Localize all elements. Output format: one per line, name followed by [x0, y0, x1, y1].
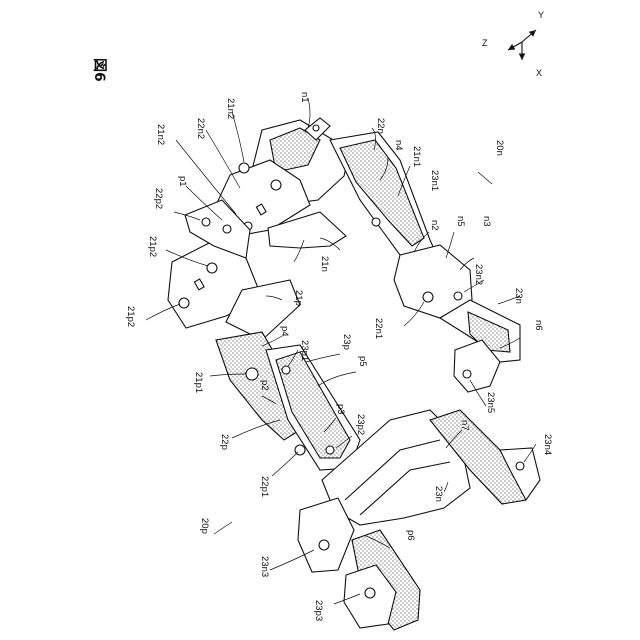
label-22p1: 22p1: [259, 476, 270, 497]
label-p4: p4: [279, 326, 290, 337]
label-22n2: 22n2: [195, 118, 206, 139]
hole-21n2-a: [239, 163, 249, 173]
label-22n: 22n: [375, 118, 386, 134]
hole-23n4: [516, 462, 524, 470]
label-21p2-a: 21p2: [147, 236, 158, 257]
label-20p: 20p: [199, 518, 210, 534]
label-22n1: 22n1: [373, 318, 384, 339]
label-23n5: 23n5: [485, 392, 496, 413]
label-23p3: 23p3: [313, 600, 324, 621]
hole-n1: [313, 125, 319, 131]
label-n2: n2: [429, 220, 440, 231]
label-21n2-b: 21n2: [155, 124, 166, 145]
figure-label: 図6: [91, 58, 107, 82]
label-n7: n7: [459, 420, 470, 431]
label-21n: 21n: [319, 256, 330, 272]
hole-p1: [223, 225, 231, 233]
hole-21p2-b: [179, 298, 189, 308]
label-p2: p2: [259, 380, 270, 391]
hole-23p3: [365, 588, 375, 598]
axis-z-label: Z: [482, 38, 488, 48]
hole-22p: [246, 368, 258, 380]
hole-23p2: [326, 446, 334, 454]
label-p3: p3: [335, 404, 346, 415]
axis-x-label: X: [536, 68, 542, 78]
hole-21p2-a: [207, 263, 217, 273]
label-n5: n5: [455, 216, 466, 227]
label-23n1: 23n1: [429, 170, 440, 191]
label-23n: 23n: [513, 288, 524, 304]
label-p6: p6: [405, 530, 416, 541]
label-n4: n4: [393, 140, 404, 151]
label-23p1: 23p1: [299, 340, 310, 361]
axis-indicator: Z Y X: [482, 10, 544, 78]
label-23n2: 23n2: [473, 264, 484, 285]
axis-y-label: Y: [538, 10, 544, 20]
label-23p: 23p: [341, 334, 352, 350]
label-n1: n1: [299, 92, 310, 103]
label-23n4: 23n4: [542, 434, 553, 455]
label-21p: 21p: [293, 290, 304, 306]
hole-23n5: [463, 370, 471, 378]
label-23p2: 23p2: [355, 414, 366, 435]
label-p5: p5: [357, 356, 368, 367]
hole-22n1: [423, 292, 433, 302]
label-23n-b: 23n: [433, 486, 444, 502]
label-n6: n6: [533, 320, 544, 331]
label-22p: 22p: [219, 434, 230, 450]
hole-22n: [372, 218, 380, 226]
label-23n3: 23n3: [259, 556, 270, 577]
label-21p1: 21p1: [193, 372, 204, 393]
hole-21n2-b: [271, 180, 281, 190]
label-22p2: 22p2: [153, 188, 164, 209]
hole-23n2: [454, 292, 462, 300]
hole-22p2: [202, 218, 210, 226]
label-21p2-b: 21p2: [125, 306, 136, 327]
label-21n1: 21n1: [411, 146, 422, 167]
hole-23p1: [282, 366, 290, 374]
label-p1: p1: [177, 176, 188, 187]
hole-23n3: [319, 540, 329, 550]
label-n3: n3: [481, 216, 492, 227]
label-21n2-a: 21n2: [225, 98, 236, 119]
label-20n: 20n: [494, 140, 505, 156]
